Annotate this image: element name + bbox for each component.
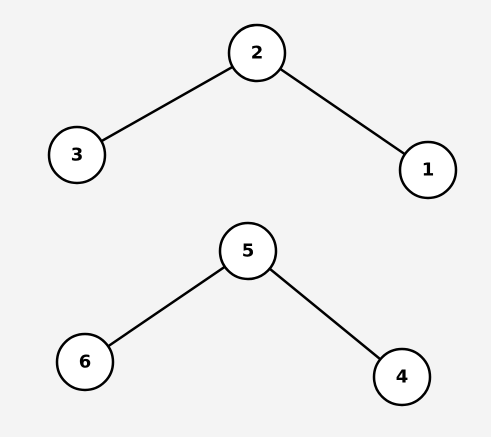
tree-1: 2 3 1 (47, 23, 458, 200)
node-circle (55, 332, 115, 392)
node-circle (227, 23, 287, 83)
edge-2-1 (255, 51, 430, 172)
tree-node-6: 6 (55, 332, 115, 392)
tree-node-5: 5 (218, 221, 278, 281)
node-label: 2 (251, 43, 264, 64)
edge-2-3 (75, 51, 259, 157)
node-label: 5 (242, 241, 255, 262)
tree-node-3: 3 (47, 125, 107, 185)
edge-5-6 (83, 249, 250, 364)
tree-node-2: 2 (227, 23, 287, 83)
tree-node-1: 1 (398, 140, 458, 200)
node-circle (47, 125, 107, 185)
node-label: 4 (396, 367, 409, 388)
node-circle (372, 347, 432, 407)
tree-node-4: 4 (372, 347, 432, 407)
node-label: 1 (422, 160, 435, 181)
node-circle (218, 221, 278, 281)
node-label: 3 (71, 145, 84, 166)
tree-2: 5 6 4 (55, 221, 432, 407)
node-label: 6 (79, 352, 92, 373)
node-circle (398, 140, 458, 200)
edge-5-4 (246, 249, 404, 379)
